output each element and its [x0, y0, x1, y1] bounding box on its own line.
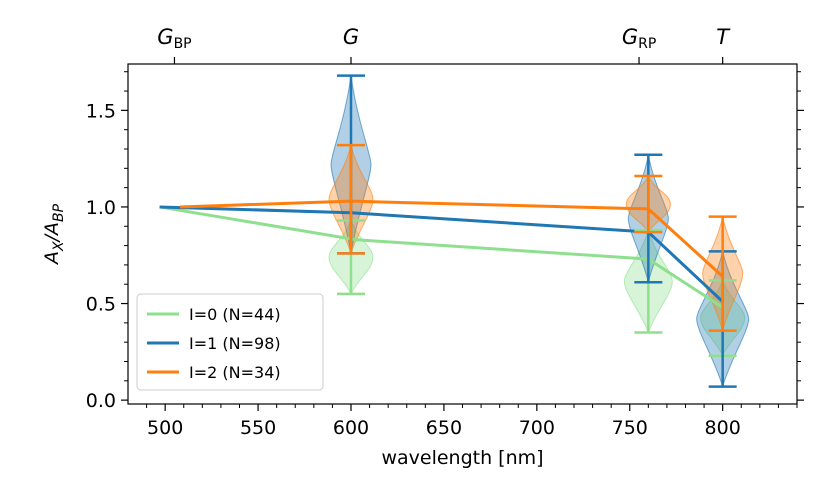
x-tick-label: 800	[705, 417, 741, 439]
y-axis-label: AX/ABP	[41, 203, 67, 266]
top-band-label: GRP	[622, 25, 656, 52]
errorbars-layer	[337, 74, 737, 388]
x-tick-label: 600	[333, 417, 369, 439]
top-band-label: G	[343, 25, 359, 49]
violins-layer	[328, 75, 750, 389]
y-tick-label: 0.0	[86, 390, 116, 412]
y-tick-label: 1.0	[86, 197, 116, 219]
top-band-label: T	[716, 25, 731, 49]
axes-layer: 500 550 600 650 700 750 800 0.0 0.5 1.0 1.5 GBP G GRP…	[41, 25, 804, 469]
legend-label-2: I=2 (N=34)	[189, 363, 281, 382]
series-line-0	[159, 205, 724, 309]
legend-label-0: I=0 (N=44)	[189, 305, 281, 324]
legend-box	[136, 293, 324, 391]
top-band-label: GBP	[157, 25, 191, 52]
series-line-2	[179, 199, 724, 278]
x-tick-label: 750	[612, 417, 648, 439]
x-tick-label: 650	[426, 417, 462, 439]
y-tick-label: 1.5	[86, 100, 116, 122]
lines-layer	[159, 199, 724, 309]
x-axis-label: wavelength [nm]	[381, 447, 543, 469]
x-tick-label: 500	[147, 417, 183, 439]
legend: I=0 (N=44) I=1 (N=98) I=2 (N=34)	[136, 293, 324, 391]
y-tick-label: 0.5	[86, 294, 116, 316]
series-line-1	[159, 205, 724, 303]
legend-label-1: I=1 (N=98)	[189, 334, 281, 353]
x-tick-label: 700	[519, 417, 555, 439]
x-tick-label: 550	[240, 417, 276, 439]
